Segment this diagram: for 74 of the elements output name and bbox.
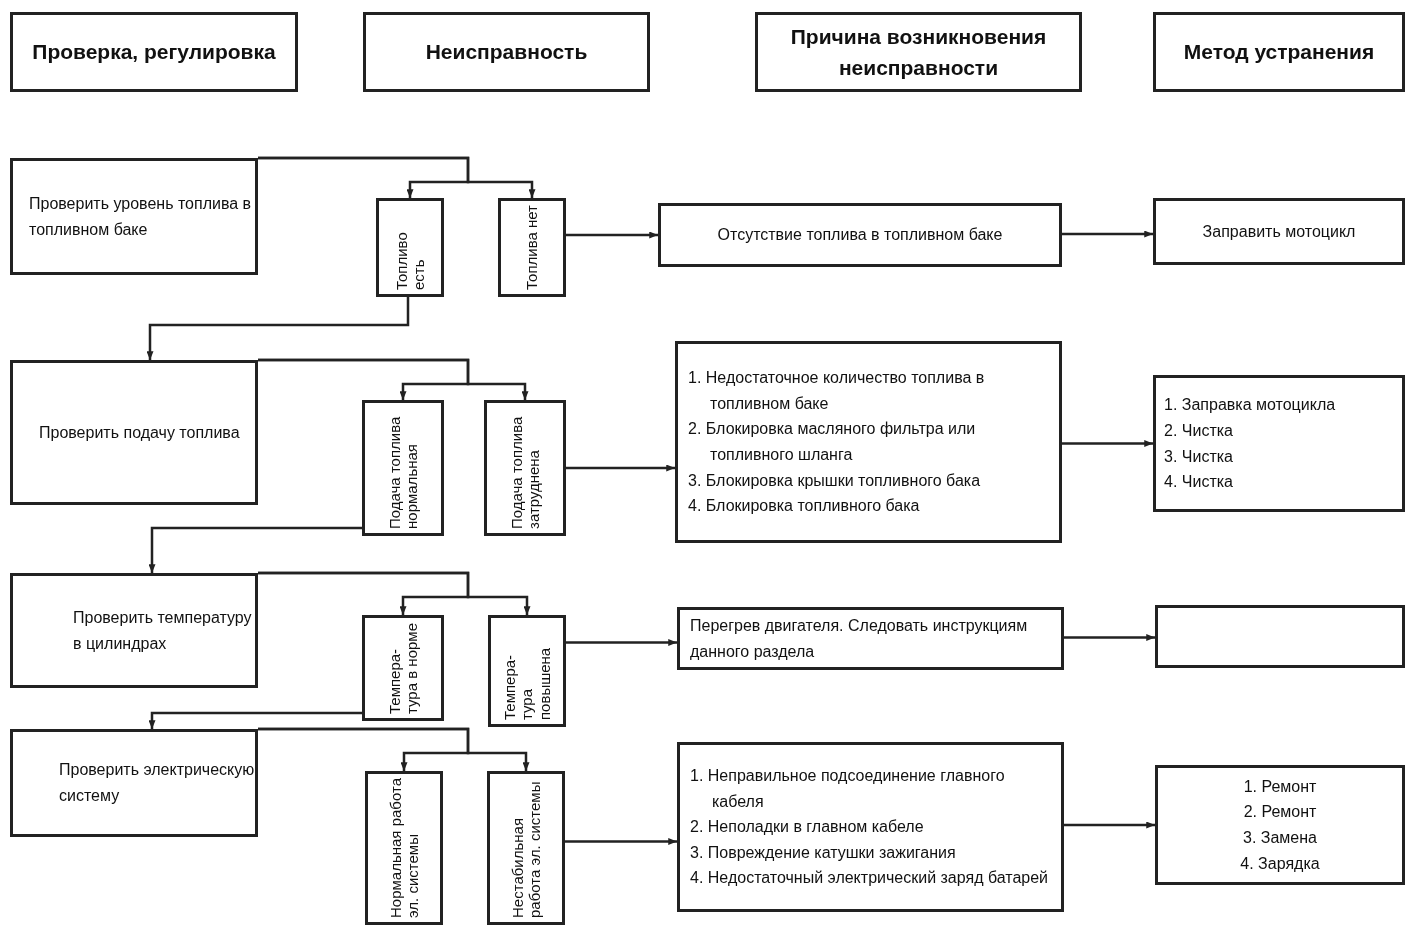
- check-box: [10, 573, 258, 688]
- node-text: 3. Чистка: [1164, 446, 1234, 467]
- arrow: [566, 639, 677, 646]
- node-text: 1. Неправильное подсоединение главного кабеля: [690, 766, 1006, 812]
- arrow: [146, 297, 410, 360]
- node-text: 3. Повреждение катушки зажигания: [690, 842, 957, 863]
- cause-box: [1155, 765, 1405, 885]
- node-text: Проверить температуру в цилиндрах: [73, 607, 253, 654]
- arrow: [258, 727, 530, 771]
- cause-box: [1153, 375, 1405, 512]
- node-text: 2. Чистка: [1164, 420, 1234, 441]
- check-box: [10, 729, 258, 837]
- outcome-box: [488, 615, 566, 727]
- node-text: 2. Блокировка масляного фильтра или топливного шланга: [688, 419, 977, 465]
- node-text: 1. Недостаточное количество топлива в топливном баке: [688, 368, 986, 414]
- node-text: 4. Недостаточный электрический заряд батарей: [690, 868, 1050, 889]
- outcome-box: [376, 198, 444, 297]
- node-text: Нестабильная работа эл. системы: [508, 780, 544, 918]
- arrow: [1064, 634, 1155, 641]
- column-header: [1153, 12, 1405, 92]
- column-header: [755, 12, 1082, 92]
- node-text: 1. Ремонт: [1243, 776, 1317, 797]
- arrow: [566, 231, 658, 239]
- check-box: [10, 360, 258, 505]
- arrow: [258, 571, 531, 615]
- arrow: [148, 711, 362, 729]
- node-text: Проверить подачу топлива: [39, 422, 241, 443]
- arrow: [1062, 440, 1153, 447]
- header-text: Причина возникновения неисправности: [789, 23, 1048, 81]
- node-text: Темпера- тура в норме: [385, 622, 421, 714]
- header-text: Проверка, регулировка: [32, 39, 276, 66]
- cause-box: [677, 607, 1064, 670]
- node-text: Подача топлива затруднена: [507, 415, 543, 529]
- check-box: [10, 158, 258, 275]
- node-text: Проверить электрическую систему: [59, 760, 255, 806]
- node-text: 2. Ремонт: [1243, 802, 1317, 823]
- cause-box: [1153, 198, 1405, 265]
- arrow: [258, 156, 536, 198]
- node-text: 2. Неполадки в главном кабеле: [690, 817, 925, 838]
- node-text: Топлива нет: [523, 205, 541, 290]
- arrow: [148, 526, 362, 573]
- node-text: 4. Зарядка: [1240, 853, 1320, 874]
- node-text: 3. Замена: [1243, 828, 1317, 848]
- arrow: [566, 464, 675, 472]
- cause-box: [658, 203, 1062, 267]
- arrow: [1062, 230, 1153, 238]
- node-text: Перегрев двигателя. Следовать инструкциям данного раздела: [690, 615, 1029, 662]
- arrow: [258, 358, 529, 400]
- node-text: 1. Заправка мотоцикла: [1164, 395, 1337, 416]
- node-text: Темпера- тура повышена: [501, 646, 553, 720]
- node-text: Отсутствие топлива в топливном баке: [717, 225, 1003, 246]
- arrow: [565, 838, 677, 845]
- outcome-box: [365, 771, 443, 925]
- column-header: [10, 12, 298, 92]
- node-text: Подача топлива нормальная: [385, 415, 421, 529]
- cause-box: [675, 341, 1062, 543]
- cause-box: [677, 742, 1064, 912]
- outcome-box: [484, 400, 566, 536]
- node-text: Заправить мотоцикл: [1202, 221, 1356, 242]
- node-text: Проверить уровень топлива в топливном баке: [29, 193, 253, 240]
- header-text: Неисправность: [425, 39, 588, 66]
- node-text: 4. Чистка: [1164, 472, 1234, 493]
- arrow: [1064, 821, 1155, 829]
- column-header: [363, 12, 650, 92]
- node-text: 4. Блокировка топливного бака: [688, 496, 921, 517]
- header-text: Метод устранения: [1183, 39, 1375, 66]
- outcome-box: [362, 400, 444, 536]
- empty-box: [1155, 605, 1405, 668]
- outcome-box: [498, 198, 566, 297]
- node-text: 3. Блокировка крышки топливного бака: [688, 470, 982, 491]
- outcome-box: [487, 771, 565, 925]
- node-text: Нормальная работа эл. системы: [386, 778, 422, 918]
- outcome-box: [362, 615, 444, 721]
- node-text: Топливо есть: [392, 231, 428, 290]
